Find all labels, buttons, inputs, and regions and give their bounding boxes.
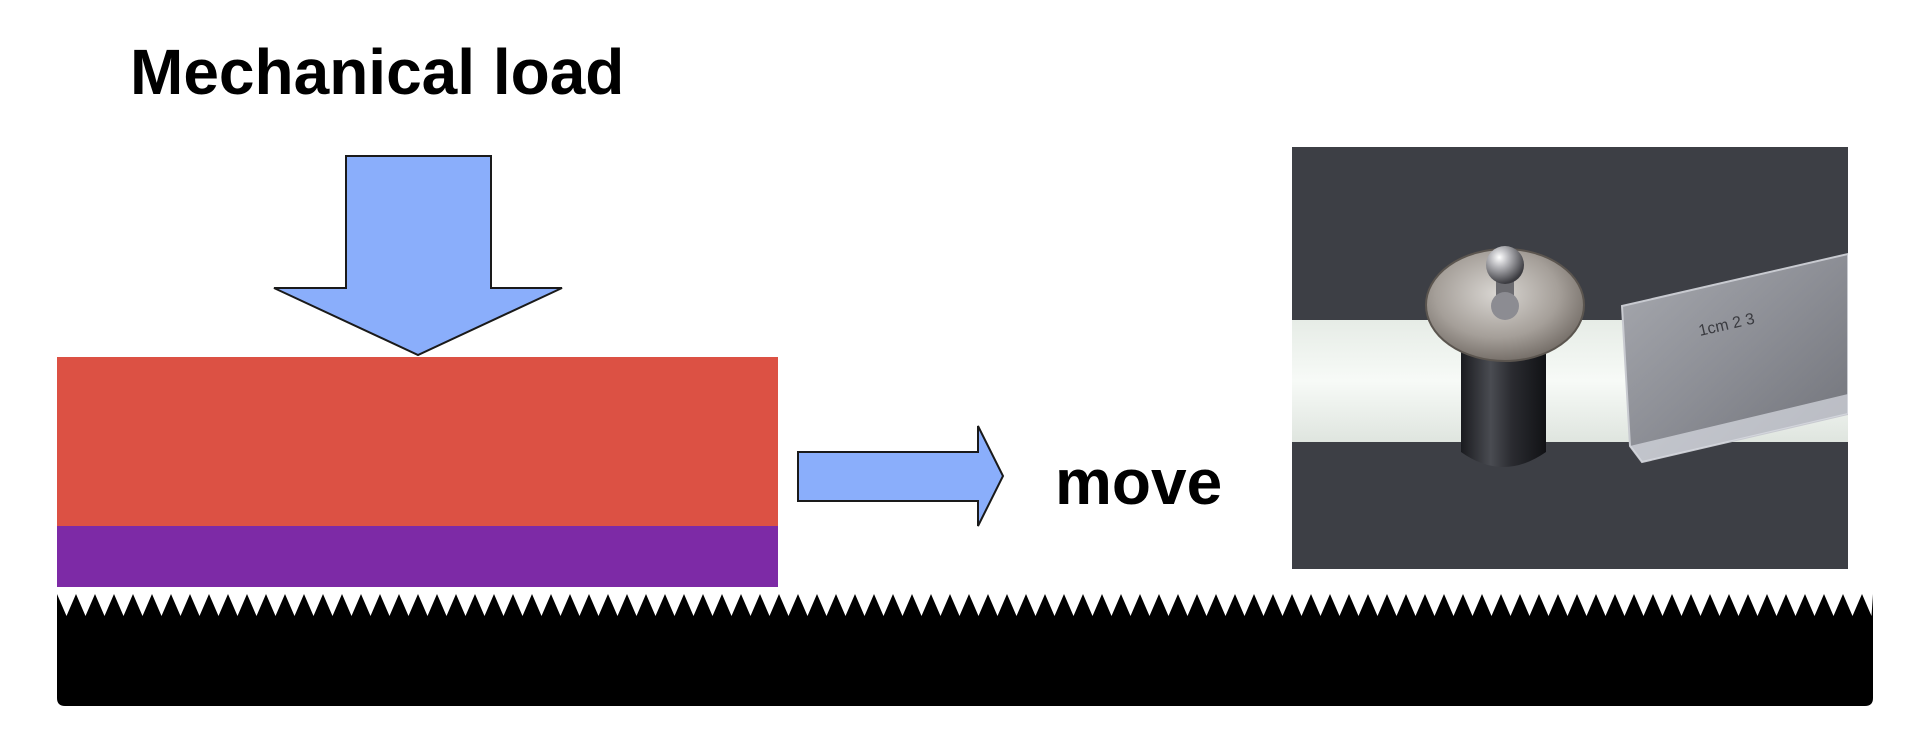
block-bottom-layer [57,526,778,587]
rough-surface [57,594,1873,706]
block-top-layer [57,357,778,526]
mechanical-load-label: Mechanical load [130,36,624,108]
rough-surface-body [57,616,1873,706]
move-label: move [1055,446,1222,518]
test-setup-photo: 1cm 2 3 [1292,147,1848,569]
rough-surface-teeth [57,594,1873,618]
ruler-edge [1630,394,1848,462]
knob-base [1491,292,1519,320]
move-arrow-icon [797,425,1005,527]
ball-icon [1486,246,1524,284]
load-arrow-icon [273,155,563,357]
